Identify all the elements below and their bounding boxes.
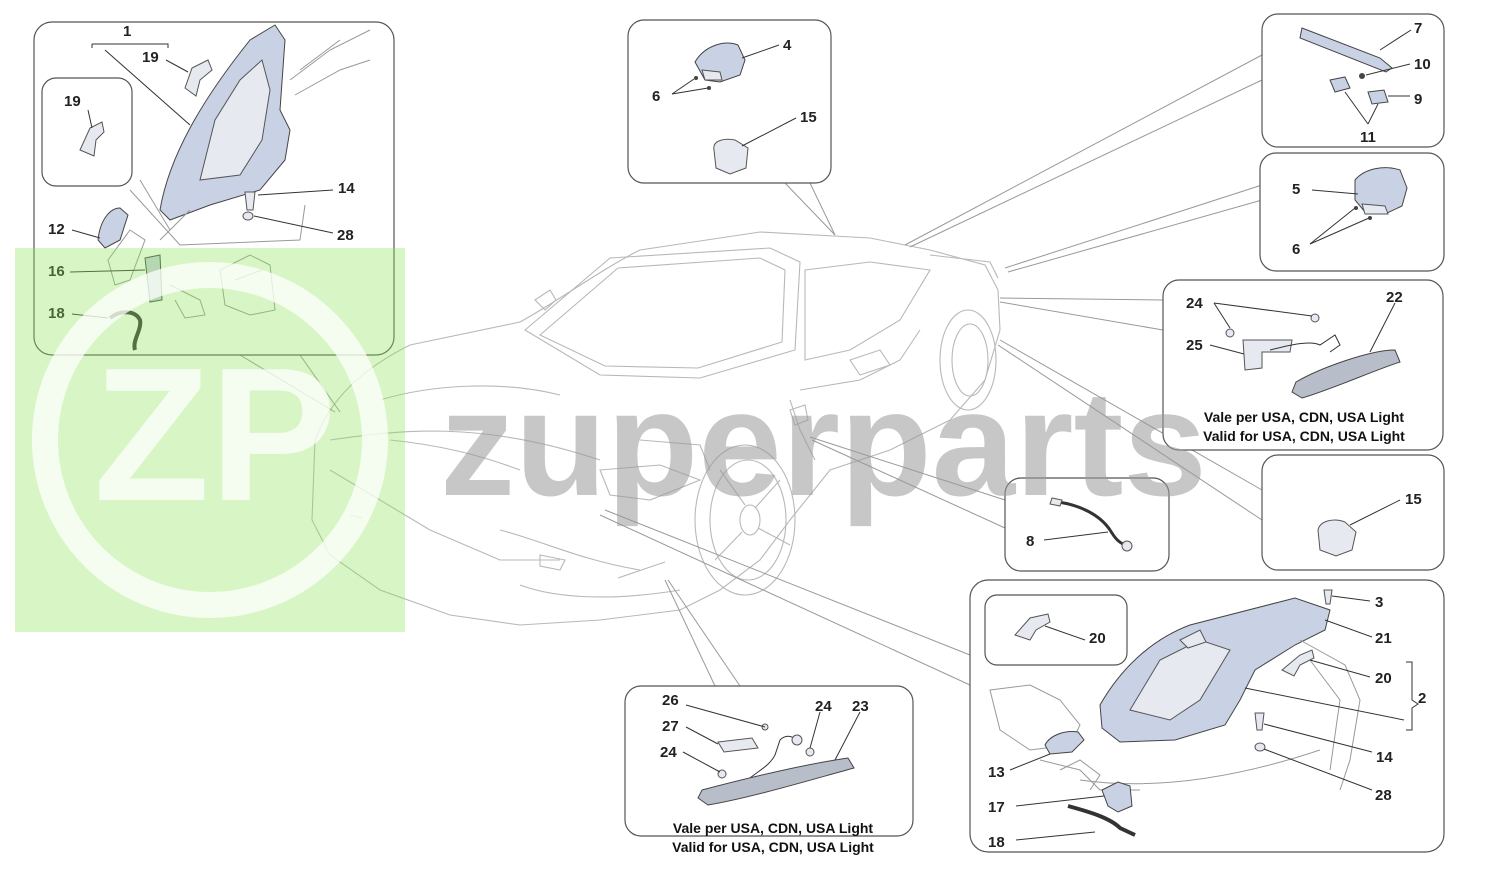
callout-7: 7 [1414, 20, 1422, 37]
grommet-15 [713, 138, 749, 175]
callout-11: 11 [1360, 129, 1376, 146]
callout-15b: 15 [1405, 491, 1422, 508]
cable-box: 8 [1004, 477, 1170, 572]
holder-17 [1101, 781, 1133, 813]
callout-6: 6 [652, 88, 660, 105]
side-marker-rear-box: 24 22 25 Vale per USA, CDN, USA Light Va… [1162, 279, 1444, 451]
mid-right-box: 15 [1261, 454, 1445, 571]
grommet-15b [1317, 519, 1357, 557]
callout-4: 4 [783, 37, 792, 54]
marker-22 [1291, 349, 1401, 399]
watermark-logo-ring [32, 262, 388, 618]
callout-24c: 24 [815, 698, 832, 715]
cable-18b [1067, 804, 1136, 837]
side-marker-front-box: 26 24 23 27 24 Vale per USA, CDN, USA Li… [624, 685, 914, 855]
note-it-front: Vale per USA, CDN, USA Light [673, 820, 874, 836]
callout-5: 5 [1292, 181, 1300, 198]
callout-9: 9 [1414, 91, 1422, 108]
callout-26: 26 [662, 692, 679, 709]
callout-27: 27 [662, 718, 679, 735]
callout-6b: 6 [1292, 241, 1300, 258]
callout-10: 10 [1414, 56, 1431, 73]
nut-24a [1225, 328, 1235, 338]
clip-11b [1367, 89, 1389, 105]
headlight-box: 3 21 20 20 2 14 28 13 17 18 [969, 579, 1445, 853]
callout-21: 21 [1375, 630, 1392, 647]
callout-14b: 14 [1376, 749, 1393, 766]
cable-8 [1057, 500, 1126, 547]
top-right-box: 7 10 9 11 [1261, 13, 1445, 148]
top-center-box: 4 6 15 [627, 19, 832, 184]
bracket-20 [1281, 649, 1315, 677]
callout-17: 17 [988, 799, 1005, 816]
leader-lines [239, 54, 1263, 687]
callout-2: 2 [1418, 690, 1426, 707]
callout-25: 25 [1186, 337, 1203, 354]
callout-3: 3 [1375, 594, 1383, 611]
watermark-logo-letters: ZP [94, 329, 337, 541]
callout-12: 12 [48, 221, 65, 238]
callout-20: 20 [1375, 670, 1392, 687]
callout-18: 18 [48, 305, 65, 322]
callout-8: 8 [1026, 533, 1034, 550]
callout-22: 22 [1386, 289, 1403, 306]
bracket-20-inset [1014, 613, 1051, 641]
upper-right-box: 5 6 [1259, 152, 1445, 272]
bracket-19 [184, 59, 213, 97]
callout-24d: 24 [660, 744, 677, 761]
watermark-brand: zuperparts [440, 359, 1207, 527]
rear-light-box: 1 19 19 14 28 12 16 18 [33, 21, 395, 356]
callout-28: 28 [337, 227, 354, 244]
nut-24b [1310, 313, 1320, 323]
bolt-3 [1323, 589, 1333, 605]
marker-23 [697, 757, 855, 806]
watermark: ZP zuperparts [15, 248, 1207, 632]
clip-27 [717, 737, 759, 753]
washer-28 [242, 211, 254, 221]
clip-11a [1329, 76, 1351, 93]
callout-19-inset: 19 [64, 93, 81, 110]
callout-23: 23 [852, 698, 869, 715]
callout-16: 16 [48, 263, 65, 280]
callout-13: 13 [988, 764, 1005, 781]
callout-15: 15 [800, 109, 817, 126]
callout-20-inset: 20 [1089, 630, 1106, 647]
strip-7 [1299, 27, 1393, 73]
car-outline [311, 231, 1001, 626]
washer-28b [1254, 742, 1266, 752]
callout-19: 19 [142, 49, 159, 66]
bolt-14b [1254, 712, 1265, 731]
note-it-rear: Vale per USA, CDN, USA Light [1204, 409, 1405, 425]
note-en-front: Valid for USA, CDN, USA Light [672, 839, 874, 855]
bolt-14 [244, 191, 256, 211]
note-en-rear: Valid for USA, CDN, USA Light [1203, 428, 1405, 444]
callout-14: 14 [338, 180, 355, 197]
callout-24: 24 [1186, 295, 1203, 312]
callout-28b: 28 [1375, 787, 1392, 804]
lens-12 [97, 207, 129, 249]
callout-18b: 18 [988, 834, 1005, 851]
lens-13 [1044, 731, 1085, 755]
nut-24d [805, 747, 815, 757]
bracket-19-inset [79, 121, 105, 157]
callout-1: 1 [123, 23, 131, 40]
watermark-logo-bg [15, 248, 405, 632]
